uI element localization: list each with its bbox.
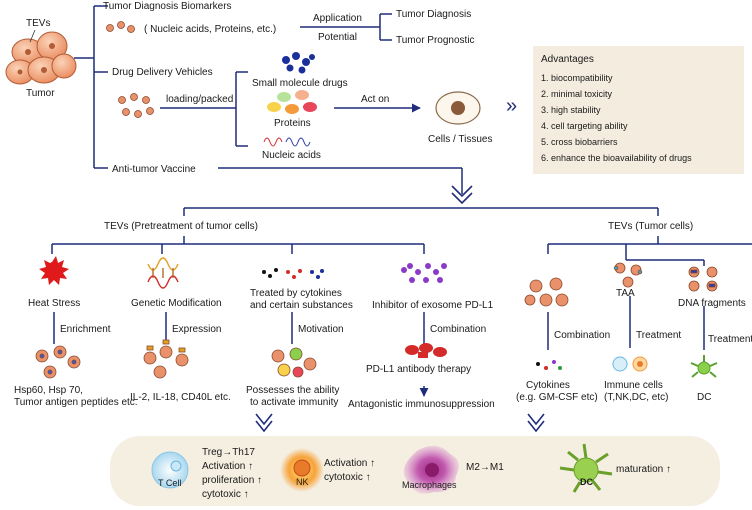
m2m1-label: M2→M1 [466, 462, 504, 473]
advantage-item: 5. cross biobarriers [541, 137, 618, 147]
expression-label: Expression [172, 324, 221, 335]
tumor-cell-vesicles-icon [524, 277, 569, 307]
macrophages-label: Macrophages [402, 480, 457, 490]
cell-icon [435, 91, 481, 125]
small-molecule-icon [282, 52, 315, 74]
t-cell-icon [151, 451, 189, 489]
dna-fragment-vesicles-icon [688, 266, 718, 292]
proteins-label: Proteins [274, 118, 311, 129]
advantage-item: 4. cell targeting ability [541, 121, 628, 131]
pdl1-antibody-icon [405, 343, 447, 358]
genetic-mod-label: Genetic Modification [131, 298, 222, 309]
pdl1-therapy-label: PD-L1 antibody therapy [366, 364, 471, 375]
act-on-label: Act on [361, 94, 389, 105]
advantages-box [533, 46, 744, 174]
advantages-title: Advantages [541, 54, 594, 65]
tevs-pointer [29, 29, 36, 43]
dna-helix-icon [147, 257, 179, 289]
double-chevron-down-icon-left [255, 413, 273, 433]
dc-label-bottom: DC [580, 477, 593, 487]
taa-vesicles-icon [613, 262, 643, 288]
advantage-item: 2. minimal toxicity [541, 89, 613, 99]
tevs-label: TEVs [26, 18, 50, 29]
macrophage-icon [403, 445, 459, 494]
nucleic-acids-icon [263, 137, 311, 147]
top-connector-lines [74, 5, 463, 194]
vesicles-biomarker-icon [106, 21, 135, 33]
anti-tumor-label: Anti-tumor Vaccine [112, 164, 196, 175]
application-label: Application [313, 13, 362, 24]
pretreatment-title: TEVs (Pretreatment of tumor cells) [104, 221, 258, 232]
motivation-label: Motivation [298, 324, 344, 335]
heat-stress-label: Heat Stress [28, 298, 80, 309]
immune-line1: Immune cells [604, 380, 663, 391]
t-cell-label: T Cell [158, 478, 181, 488]
small-molecule-label: Small molecule drugs [252, 78, 348, 89]
cytotoxic2-label: cytotoxic ↑ [324, 472, 371, 483]
exosome-pdl1-icon [401, 263, 447, 283]
il-vesicles-icon [143, 339, 189, 379]
nucleic-acids-label: Nucleic acids [262, 150, 321, 161]
activation1-label: Activation ↑ [202, 461, 253, 472]
chevron-right-icon: » [506, 95, 517, 117]
potential-label: Potential [318, 32, 357, 43]
enrichment-label: Enrichment [60, 324, 111, 335]
tree-connector-lines [51, 207, 752, 397]
combination-label-right: Combination [554, 330, 610, 341]
cytotoxic1-label: cytotoxic ↑ [202, 489, 249, 500]
cytokine-dots-right-icon [536, 360, 562, 370]
maturation-label: maturation ↑ [616, 464, 671, 475]
possess-line1: Possesses the ability [246, 385, 339, 396]
diag-biomarkers-label: Tumor Diagnosis Biomarkers [103, 1, 232, 12]
tumor-cluster-icon [5, 31, 77, 85]
immune-line2: (T,NK,DC, etc) [604, 392, 668, 403]
double-chevron-down-icon-right [527, 413, 545, 433]
possess-line2: to activate immunity [250, 397, 338, 408]
activation2-label: Activation ↑ [324, 458, 375, 469]
hsp-line1: Hsp60, Hsp 70, [14, 385, 83, 396]
cytokines-line1: Cytokines [526, 380, 570, 391]
dc-label-right: DC [697, 392, 711, 403]
advantage-item: 6. enhance the bioavailability of drugs [541, 153, 692, 163]
il-list-label: IL-2, IL-18, CD40L etc. [130, 392, 231, 403]
nk-label: NK [296, 477, 309, 487]
drug-delivery-label: Drug Delivery Vehicles [112, 67, 213, 78]
loading-label: loading/packed [166, 94, 233, 105]
tumor-label: Tumor [26, 88, 55, 99]
taa-label: TAA [616, 288, 635, 299]
advantage-item: 1. biocompatibility [541, 73, 613, 83]
inhibitor-label: Inhibitor of exosome PD-L1 [372, 300, 494, 311]
tumor-diagnosis-label: Tumor Diagnosis [396, 9, 471, 20]
antagonistic-label: Antagonistic immunosuppression [348, 399, 495, 410]
treatment1-label: Treatment [636, 330, 681, 341]
treatment2-label: Treatment [708, 334, 752, 345]
treated-line1: Treated by cytokines [250, 288, 342, 299]
nk-cell-icon [280, 448, 324, 492]
proteins-icon [267, 90, 317, 114]
dna-fragments-label: DNA fragments [678, 298, 746, 309]
combination-label-left: Combination [430, 324, 486, 335]
cytokines-line2: (e.g. GM-CSF etc) [516, 392, 598, 403]
treated-line2: and certain substances [250, 300, 353, 311]
cells-tissues-label: Cells / Tissues [428, 134, 492, 145]
advantage-item: 3. high stability [541, 105, 601, 115]
double-chevron-down-icon [451, 185, 473, 205]
tumor-prognostic-label: Tumor Prognostic [396, 35, 475, 46]
cytokine-dots-icon [262, 268, 324, 279]
hsp-vesicles-icon [35, 345, 81, 379]
tumor-cells-title: TEVs (Tumor cells) [608, 221, 693, 232]
dc-icon [690, 355, 718, 378]
nucleic-proteins-label: ( Nucleic acids, Proteins, etc.) [144, 24, 276, 35]
immune-cells-icon [612, 356, 648, 372]
vesicles-loading-icon [118, 93, 154, 118]
treg-label: Treg→Th17 [202, 447, 255, 458]
heat-stress-icon [39, 256, 69, 285]
immune-vesicles-icon [271, 347, 317, 378]
hsp-line2: Tumor antigen peptides etc. [14, 397, 138, 408]
dendritic-cell-icon [559, 443, 613, 493]
proliferation-label: proliferation ↑ [202, 475, 262, 486]
